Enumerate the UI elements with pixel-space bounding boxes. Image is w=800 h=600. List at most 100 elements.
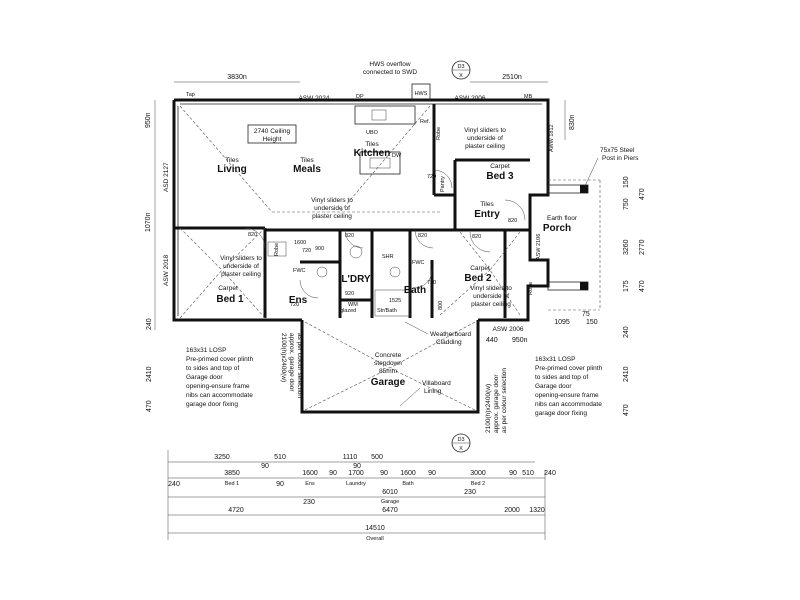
dim-720-bath: 720: [427, 280, 436, 286]
robe-label-bed2: Robe: [528, 282, 534, 295]
losp-right-4: opening-ensure frame: [535, 392, 599, 399]
bed3-label: Bed 3: [486, 171, 514, 182]
dim-row2-510: 510: [522, 470, 534, 477]
losp-right-1: Pre-primed cover plinth: [535, 365, 603, 372]
internal-walls: [174, 104, 530, 318]
dim-porch-150-bottom: 150: [586, 319, 598, 326]
garage-label: Garage: [371, 377, 406, 388]
dim-porch-175: 175: [623, 280, 630, 292]
dim-caption-overall: Overall: [366, 536, 383, 542]
sink-icon: [371, 109, 387, 121]
toilet-icon: [389, 266, 401, 278]
dim-row1-90b: 90: [353, 463, 361, 470]
bath-label: Bath: [404, 285, 426, 296]
porch-finish: Earth floor: [547, 215, 578, 222]
dim-row2-start-240: 240: [168, 481, 180, 488]
dim-800: 800: [438, 301, 444, 310]
wall-note-aww-1812: AWW 1812: [549, 124, 555, 152]
plan-dimensions: 3830n 2510n 950n 1070n 240 2410 470 830n…: [145, 74, 646, 416]
dim-porch-2770: 2770: [639, 239, 646, 255]
bed2-finish: Carpet: [470, 265, 490, 272]
dim-row4-1320: 1320: [529, 507, 545, 514]
tap-label: Tap: [186, 92, 195, 98]
losp-left-6: garage door fixing: [186, 401, 238, 408]
ceiling-note-2: Height: [263, 136, 282, 143]
vinyl-note-meals-1: Vinyl sliders to: [311, 197, 353, 204]
wall-notes: ASW 2024 ASW 2006 ASW 2006 AWW 1812 ASD …: [163, 95, 555, 333]
toilet-icon: [316, 266, 328, 278]
villaboard-note-2: Lining: [424, 388, 442, 395]
door-note-right-3: as per colour selection: [501, 368, 508, 433]
dim-porch-3260: 3260: [623, 239, 630, 255]
dim-1600: 1600: [294, 240, 306, 246]
robe-label-bed1: Robe: [274, 243, 280, 256]
vinyl-note-bed3-1: Vinyl sliders to: [464, 127, 506, 134]
living-label: Living: [217, 164, 246, 175]
dim-porch-150: 150: [623, 176, 630, 188]
dim-row2-90-d: 90: [428, 470, 436, 477]
losp-left-3: Garage door: [186, 374, 223, 381]
dw-label: DW: [392, 153, 402, 159]
ubo-label: UBO: [366, 130, 379, 136]
bed1-finish: Carpet: [218, 285, 238, 292]
dim-caption-bed2: Bed 2: [471, 481, 485, 487]
dim-900: 900: [315, 246, 324, 252]
dim-row2-3000: 3000: [470, 470, 486, 477]
weatherboard-note-2: Cladding: [436, 339, 462, 346]
kitchen-bench: [354, 105, 416, 125]
meals-label: Meals: [293, 164, 321, 175]
vinyl-note-meals-3: plaster ceiling: [312, 213, 352, 220]
vinyl-note-bed2-2: underside of: [473, 293, 509, 300]
wall-note-asw-2024: ASW 2024: [298, 95, 329, 102]
dim-820-ldry: 820: [345, 233, 354, 239]
steel-post-note-2: Post in Piers: [602, 155, 639, 162]
dim-caption-garage: Garage: [381, 499, 399, 505]
hws-label: HWS: [415, 91, 428, 97]
dim-row1-510: 510: [274, 454, 286, 461]
dim-row2-90-a: 90: [276, 481, 284, 488]
ref-label: Ref.: [420, 119, 431, 125]
fixtures: [267, 83, 431, 317]
dim-row2-90-c: 90: [380, 470, 388, 477]
dim-720-ens: 720: [302, 248, 311, 254]
dim-left-470: 470: [146, 400, 153, 412]
str-bath-label: Str/Bath: [377, 308, 397, 314]
dim-row4-2000: 2000: [504, 507, 520, 514]
meals-finish: Tiles: [300, 157, 314, 164]
ceiling-lines: [179, 105, 521, 411]
dim-row2-90-e: 90: [509, 470, 517, 477]
vinyl-note-bed3-3: plaster ceiling: [465, 143, 505, 150]
bed1-label: Bed 1: [216, 294, 244, 305]
entry-finish: Tiles: [480, 201, 494, 208]
hws-unit: [411, 83, 431, 101]
vinyl-note-bed1-2: underside of: [223, 263, 259, 270]
notes: 2740 Ceiling Height Vinyl sliders to und…: [186, 60, 639, 453]
kitchen-label: Kitchen: [354, 148, 391, 159]
ceiling-note-1: 2740 Ceiling: [254, 128, 291, 135]
losp-right-3: Garage door: [535, 383, 572, 390]
dim-row1-500: 500: [371, 454, 383, 461]
dim-row1-3250: 3250: [214, 454, 230, 461]
fwc-label-bath: FWC: [412, 260, 425, 266]
dim-row3-6010: 6010: [382, 489, 398, 496]
door-note-left-3: as per colour selection: [296, 333, 303, 398]
dim-820-bed1: 820: [248, 232, 257, 238]
kitchen-island: [359, 151, 401, 175]
dim-row2-1600-b: 1600: [400, 470, 416, 477]
hws-note-1: HWS overflow: [369, 61, 410, 68]
losp-left-1: Pre-primed cover plinth: [186, 356, 254, 363]
dim-row3-230-b: 230: [464, 489, 476, 496]
villaboard-note-1: Villaboard: [422, 380, 451, 387]
ceiling-note-box: [247, 124, 297, 144]
dim-720-ens-bottom: 720: [290, 302, 299, 308]
losp-note-right: 163x31 LOSP Pre-primed cover plinth to s…: [535, 356, 603, 417]
room-labels: Tiles Living Tiles Meals Tiles Kitchen C…: [216, 141, 577, 388]
vinyl-note-bed2-1: Vinyl sliders to: [470, 285, 512, 292]
dim-820-bath: 820: [418, 233, 427, 239]
vinyl-note-bed3-2: underside of: [467, 135, 503, 142]
dim-porch-470-bottom: 470: [639, 280, 646, 292]
bathtub: [374, 289, 410, 317]
dim-left-1070: 1070n: [145, 212, 152, 232]
door-swings: [244, 169, 526, 299]
vinyl-note-bed1-3: plaster ceiling: [221, 271, 261, 278]
